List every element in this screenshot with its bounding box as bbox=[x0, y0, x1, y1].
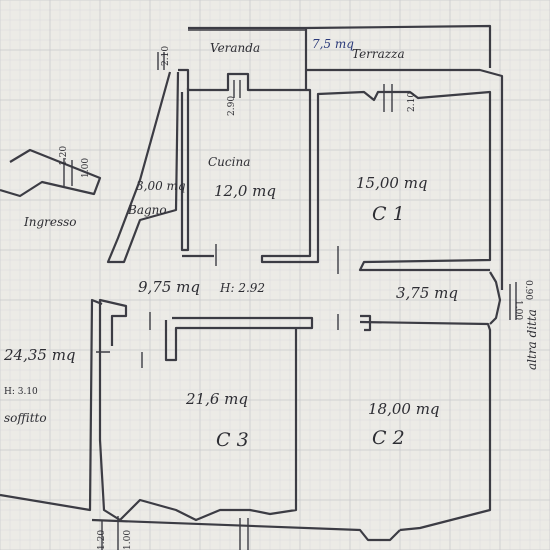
soggiorno-label: soffitto bbox=[4, 411, 47, 425]
disimpegno-area-label: 3,75 mq bbox=[396, 284, 458, 302]
c2-walls bbox=[359, 320, 492, 532]
bagno-walls bbox=[106, 71, 180, 264]
dim-right-window: 0.90 bbox=[523, 280, 533, 300]
c3-top-wall bbox=[164, 316, 314, 362]
c1-label: C 1 bbox=[372, 203, 405, 225]
dim-right-window-b: 1.00 bbox=[513, 300, 523, 320]
altra-ditta-note: altra ditta bbox=[525, 309, 539, 370]
bagno-label: Bagno bbox=[127, 203, 167, 217]
dim-ingresso-window: 1.00 bbox=[81, 158, 91, 178]
terrazza-area-label: 7,5 mq bbox=[312, 37, 354, 51]
veranda-terrace-outline bbox=[188, 24, 492, 70]
corridoio-area-label: 9,75 mq bbox=[138, 278, 200, 296]
dim-bottom-b: 1.00 bbox=[123, 530, 133, 550]
soggiorno-area-label: 24,35 mq bbox=[3, 346, 76, 364]
soggiorno-height-label: H: 3.10 bbox=[4, 387, 38, 397]
ingresso-label: Ingresso bbox=[23, 215, 77, 229]
dim-c1-window: 2.10 bbox=[407, 92, 417, 112]
dim-bottom-a: 1.20 bbox=[97, 530, 107, 550]
cucina-left-wall bbox=[180, 88, 190, 252]
c1-walls bbox=[260, 88, 492, 272]
bagno-area-label: 3,00 mq bbox=[136, 179, 186, 193]
dim-top-left-window: 2.10 bbox=[161, 46, 171, 66]
c1-area-label: 15,00 mq bbox=[356, 174, 428, 192]
right-window bbox=[489, 271, 502, 325]
dim-cucina-window: 2.90 bbox=[227, 96, 237, 116]
walls bbox=[0, 24, 504, 542]
cucina-label: Cucina bbox=[208, 155, 250, 169]
c3-area-label: 21,6 mq bbox=[185, 390, 248, 408]
c3-label: C 3 bbox=[216, 429, 249, 451]
corridoio-height-label: H: 2.92 bbox=[219, 281, 265, 295]
cucina-area-label: 12,0 mq bbox=[214, 182, 276, 200]
ingresso-walls bbox=[0, 148, 102, 198]
dim-ingresso-window-b: 1.20 bbox=[59, 146, 69, 166]
bottom-outer-wall bbox=[91, 518, 401, 542]
soggiorno-walls bbox=[0, 298, 103, 512]
veranda-label: Veranda bbox=[210, 41, 260, 55]
c2-area-label: 18,00 mq bbox=[368, 400, 440, 418]
c3-walls bbox=[98, 298, 298, 522]
c2-label: C 2 bbox=[372, 427, 405, 449]
terrazza-label: Terrazza bbox=[352, 47, 405, 61]
window-marks bbox=[63, 52, 517, 550]
